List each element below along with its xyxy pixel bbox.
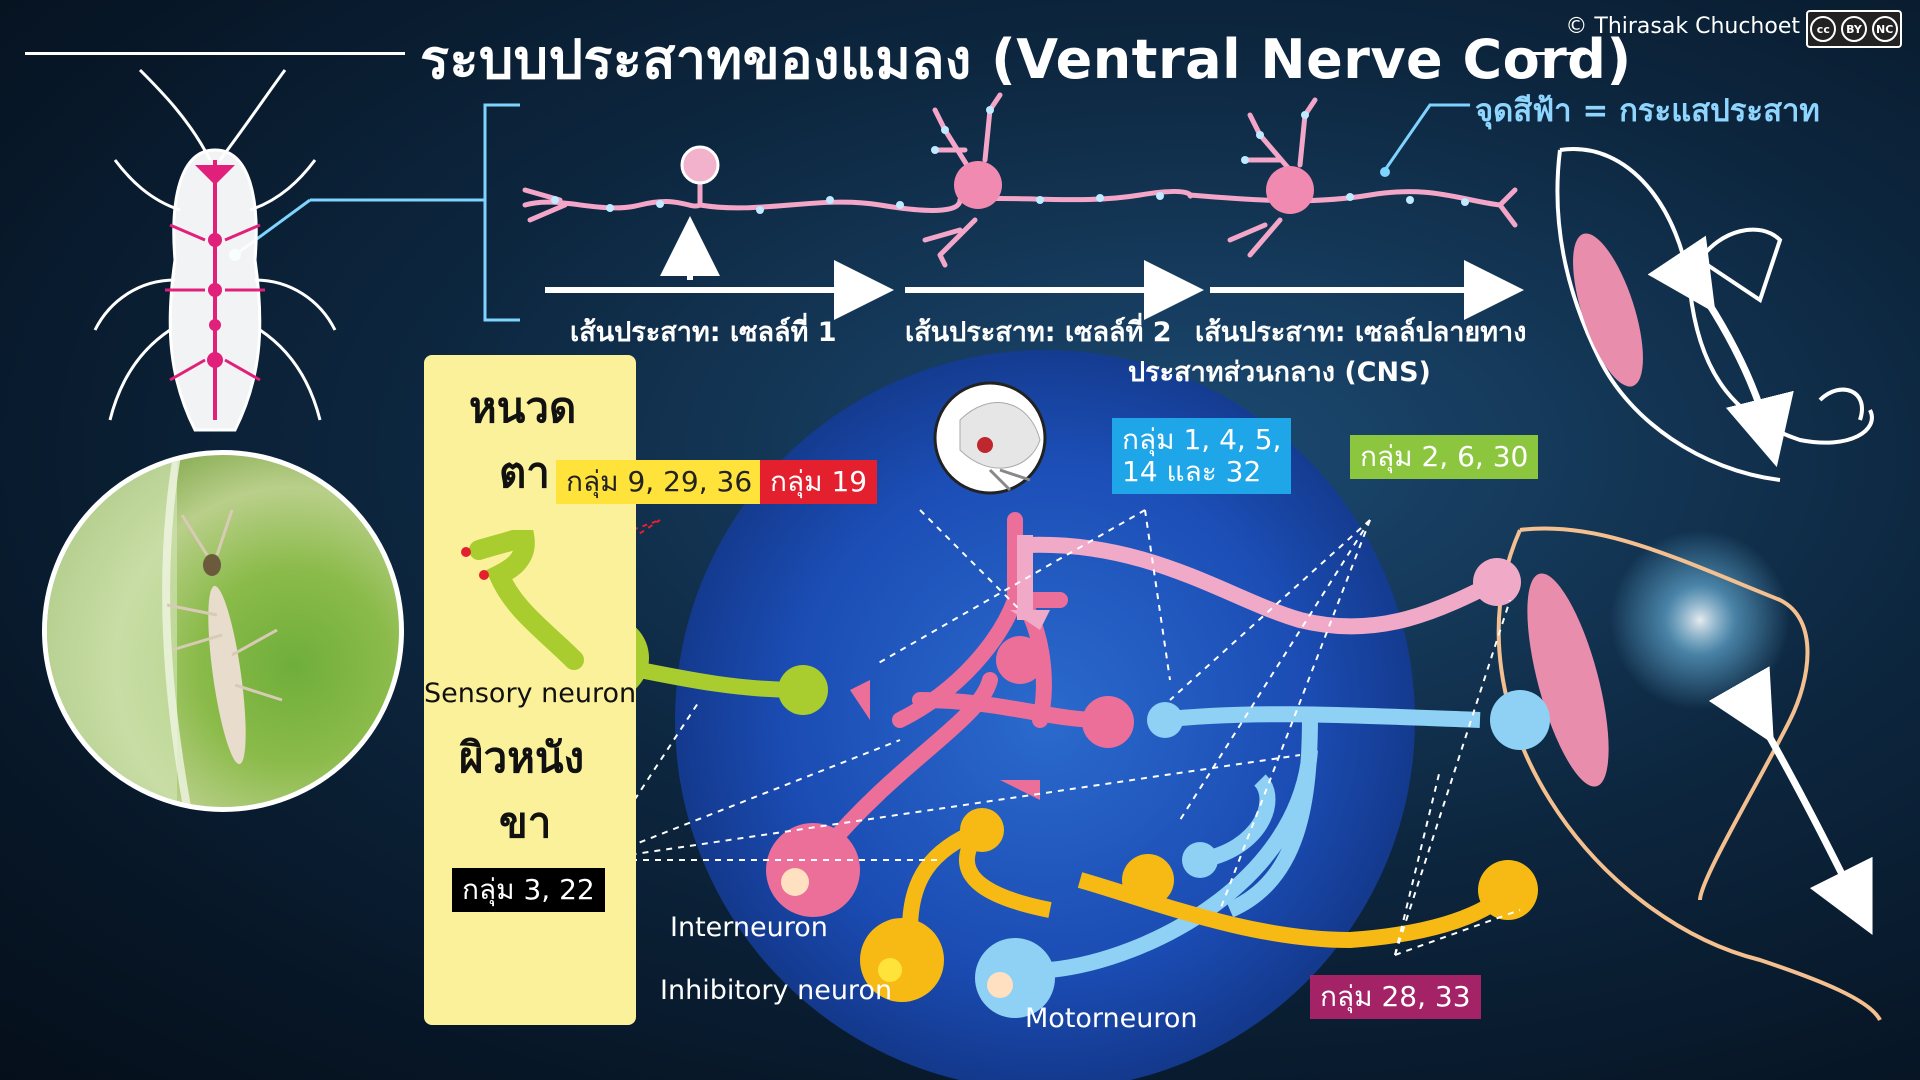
neuron-cell-3 <box>1266 166 1314 214</box>
thrips-figure <box>47 455 283 807</box>
muscle-arm-icon <box>1555 147 1874 482</box>
license-badge: cc BY NC <box>1806 10 1902 48</box>
muscle-leg-icon <box>1496 526 1882 1022</box>
page-title: ระบบประสาทของแมลง (Ventral Nerve Cord) <box>420 28 1632 91</box>
motor-pink-neuron-icon <box>1010 535 1521 635</box>
stage-label-3: เส้นประสาท: เซลล์ปลายทาง <box>1195 317 1527 348</box>
interneuron-label: Interneuron <box>670 912 828 943</box>
skin-label: ผิวหนัง <box>459 733 585 782</box>
motorneuron-icon <box>975 690 1550 1018</box>
group-tag-blue-line2: 14 และ 32 <box>1122 455 1262 489</box>
cns-label: ประสาทส่วนกลาง (CNS) <box>1128 357 1431 388</box>
stage-label-2: เส้นประสาท: เซลล์ที่ 2 <box>905 317 1172 348</box>
legend-pointer <box>1383 103 1470 171</box>
interneuron-icon <box>766 512 1134 917</box>
copyright-text: © Thirasak Chuchoet <box>1565 14 1800 39</box>
group-tag-black: กลุ่ม 3, 22 <box>452 868 605 913</box>
glow-spot <box>1610 530 1790 710</box>
insect-nerve-cord <box>165 160 265 420</box>
stage-arrows <box>545 216 1524 320</box>
stage-label-1: เส้นประสาท: เซลล์ที่ 1 <box>570 317 837 348</box>
insect-head-inset-icon <box>933 381 1047 495</box>
nc-icon: NC <box>1871 16 1898 42</box>
neuron-cell-2 <box>954 161 1002 209</box>
title-rule-left <box>25 52 405 55</box>
inhibitory-neuron-label: Inhibitory neuron <box>660 975 893 1006</box>
motorneuron-label: Motorneuron <box>1025 1003 1198 1034</box>
by-icon: BY <box>1840 16 1867 42</box>
impulse-legend: จุดสีฟ้า = กระแสประสาท <box>1475 93 1820 129</box>
group-tag-blue: กลุ่ม 1, 4, 5, 14 และ 32 <box>1112 418 1292 495</box>
neuron-chain-icon <box>522 92 1518 268</box>
thrips-photo-icon <box>42 450 404 812</box>
antenna-label: หนวด <box>469 383 577 432</box>
group-pointer-lines <box>594 509 1521 956</box>
group-tag-magenta: กลุ่ม 28, 33 <box>1310 975 1481 1020</box>
cc-icon: cc <box>1810 16 1837 42</box>
group-tag-red: กลุ่ม 19 <box>760 460 878 505</box>
group-tag-blue-line1: กลุ่ม 1, 4, 5, <box>1122 423 1282 456</box>
chain-bracket <box>483 103 520 322</box>
sensory-neuron-label: Sensory neuron <box>424 678 637 709</box>
legend-dot <box>1380 167 1390 177</box>
eye-label: ตา <box>499 448 550 497</box>
group-tag-green: กลุ่ม 2, 6, 30 <box>1350 435 1539 480</box>
antenna-receptor-icon <box>461 530 584 670</box>
group-tag-yellow: กลุ่ม 9, 29, 36 <box>556 460 763 505</box>
leg-label: ขา <box>499 798 552 847</box>
impulse-dots <box>551 106 1469 214</box>
neuron-cell-1 <box>680 145 720 185</box>
title-rule-right <box>1525 52 1585 55</box>
inhibitory-neuron-icon <box>860 808 1538 1002</box>
